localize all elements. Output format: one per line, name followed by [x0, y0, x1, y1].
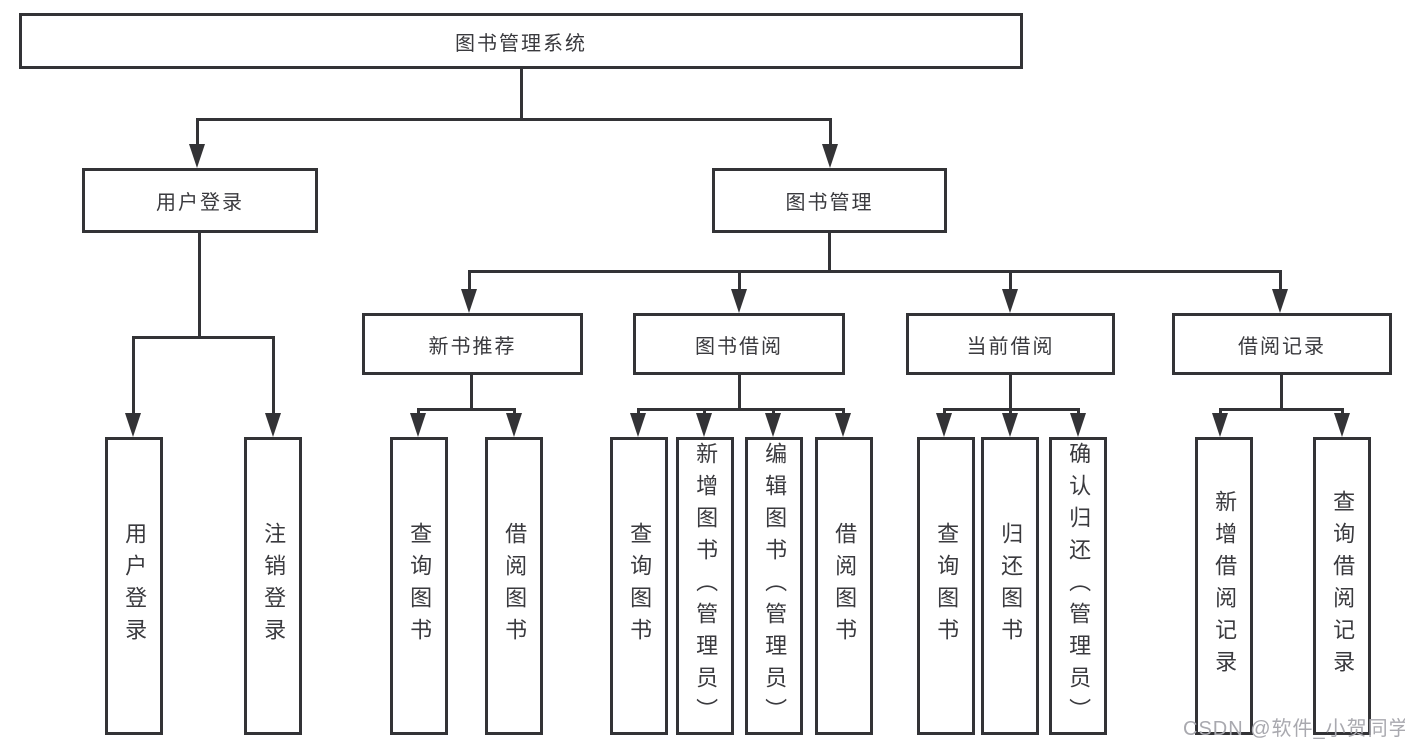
arrow-down	[765, 413, 781, 437]
connector-stem	[470, 375, 473, 411]
arrow-down	[835, 413, 851, 437]
node-bb-add-books-admin: 新增图书（管理员）	[676, 437, 734, 735]
connector-branch	[196, 118, 832, 121]
connector-branch	[637, 408, 845, 411]
connector-branch	[417, 408, 516, 411]
connector-drop	[468, 270, 471, 292]
connector-drop	[842, 408, 845, 416]
connector-drop	[738, 270, 741, 292]
arrow-down	[125, 413, 141, 437]
connector-drop	[1219, 408, 1222, 416]
connector-drop	[1341, 408, 1344, 416]
arrow-down	[822, 144, 838, 168]
connector-drop	[1077, 408, 1080, 416]
node-nbr-query-books: 查询图书	[390, 437, 448, 735]
connector-drop	[1009, 408, 1012, 416]
connector-drop	[513, 408, 516, 416]
node-bb-query-books: 查询图书	[610, 437, 668, 735]
arrow-down	[1272, 289, 1288, 313]
arrow-down	[936, 413, 952, 437]
arrow-down	[696, 413, 712, 437]
csdn-watermark: CSDN @软件_小贺同学	[1183, 718, 1405, 740]
node-bb-borrow-books: 借阅图书	[815, 437, 873, 735]
connector-drop	[132, 336, 135, 416]
arrow-down	[506, 413, 522, 437]
connector-drop	[637, 408, 640, 416]
connector-stem	[1009, 375, 1012, 411]
connector-drop	[943, 408, 946, 416]
arrow-down	[410, 413, 426, 437]
connector-stem	[828, 233, 831, 273]
node-book-management: 图书管理	[712, 168, 947, 233]
node-borrowing-records: 借阅记录	[1172, 313, 1392, 375]
arrow-down	[189, 144, 205, 168]
connector-drop	[417, 408, 420, 416]
arrow-down	[1334, 413, 1350, 437]
node-user-login: 用户登录	[105, 437, 163, 735]
connector-drop	[196, 118, 199, 148]
connector-stem	[198, 233, 201, 337]
node-current-borrowing: 当前借阅	[906, 313, 1115, 375]
connector-drop	[772, 408, 775, 416]
arrow-down	[630, 413, 646, 437]
node-cb-return-books: 归还图书	[981, 437, 1039, 735]
node-logout: 注销登录	[244, 437, 302, 735]
connector-stem	[738, 375, 741, 411]
node-br-add-record: 新增借阅记录	[1195, 437, 1253, 735]
connector-stem	[520, 69, 523, 121]
connector-drop	[1009, 270, 1012, 292]
arrow-down	[461, 289, 477, 313]
connector-drop	[272, 336, 275, 416]
connector-stem	[1280, 375, 1283, 411]
node-cb-confirm-return-admin: 确认归还（管理员）	[1049, 437, 1107, 735]
arrow-down	[1212, 413, 1228, 437]
connector-branch	[1219, 408, 1344, 411]
node-user-login-branch: 用户登录	[82, 168, 318, 233]
connector-branch	[468, 270, 1282, 273]
connector-drop	[829, 118, 832, 148]
node-library-management-system: 图书管理系统	[19, 13, 1023, 69]
connector-branch	[132, 336, 275, 339]
arrow-down	[265, 413, 281, 437]
arrow-down	[1002, 413, 1018, 437]
node-bb-edit-books-admin: 编辑图书（管理员）	[745, 437, 803, 735]
node-new-book-recommendation: 新书推荐	[362, 313, 583, 375]
node-nbr-borrow-books: 借阅图书	[485, 437, 543, 735]
node-book-borrowing: 图书借阅	[633, 313, 845, 375]
arrow-down	[731, 289, 747, 313]
connector-drop	[703, 408, 706, 416]
arrow-down	[1070, 413, 1086, 437]
connector-drop	[1279, 270, 1282, 292]
arrow-down	[1002, 289, 1018, 313]
node-br-query-record: 查询借阅记录	[1313, 437, 1371, 735]
node-cb-query-books: 查询图书	[917, 437, 975, 735]
